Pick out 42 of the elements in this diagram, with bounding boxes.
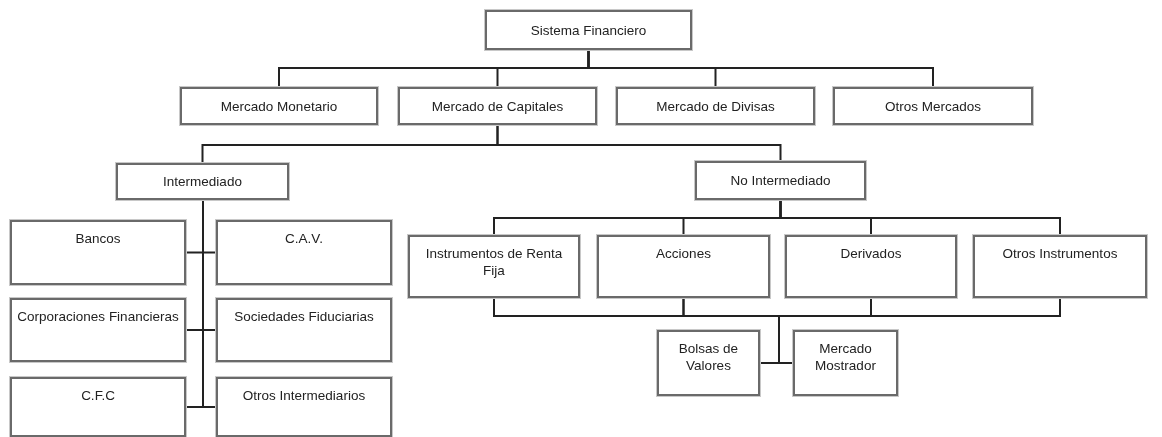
- category-box: [10, 220, 186, 285]
- node-label: Intermediado: [163, 173, 242, 190]
- node-label: Sistema Financiero: [530, 21, 647, 39]
- category-box: [10, 298, 186, 362]
- connector-line: [202, 199, 217, 408]
- category-box: [657, 330, 760, 396]
- node-label: Otros Intermediarios: [242, 387, 366, 404]
- node-label: C.F.C: [81, 387, 115, 404]
- node-label: Corporaciones Financieras: [17, 308, 179, 325]
- category-box: [485, 10, 692, 50]
- category-box: [616, 87, 815, 125]
- node-label: Bolsas de Valores: [677, 340, 740, 374]
- connector-line: [779, 199, 1061, 236]
- node-label: Otros Mercados: [885, 97, 981, 115]
- category-box: [180, 87, 378, 125]
- category-box: [216, 220, 392, 285]
- category-box: [216, 298, 392, 362]
- category-box: [973, 235, 1147, 298]
- category-box: [116, 163, 289, 200]
- node-label: Derivados: [840, 245, 902, 262]
- category-box: [597, 235, 770, 298]
- node-label: Mercado Mostrador: [814, 340, 877, 374]
- category-box: [785, 235, 957, 298]
- category-box: [793, 330, 898, 396]
- node-label: Mercado de Divisas: [656, 97, 775, 115]
- node-label: Otros Instrumentos: [1002, 245, 1118, 262]
- category-box: [398, 87, 597, 125]
- node-label: Sociedades Fiduciarias: [234, 308, 374, 325]
- connector-line: [496, 124, 782, 162]
- category-box: [216, 377, 392, 437]
- node-label: Instrumentos de Renta Fija: [424, 245, 564, 279]
- node-label: C.A.V.: [285, 230, 323, 247]
- node-label: No Intermediado: [730, 172, 831, 189]
- node-label: Acciones: [656, 245, 711, 262]
- node-label: Mercado Monetario: [220, 97, 338, 115]
- node-label: Mercado de Capitales: [431, 97, 564, 115]
- category-box: [10, 377, 186, 437]
- category-box: [695, 161, 866, 200]
- connector-line: [587, 49, 934, 88]
- node-label: Bancos: [75, 230, 121, 247]
- category-box: [833, 87, 1033, 125]
- category-box: [408, 235, 580, 298]
